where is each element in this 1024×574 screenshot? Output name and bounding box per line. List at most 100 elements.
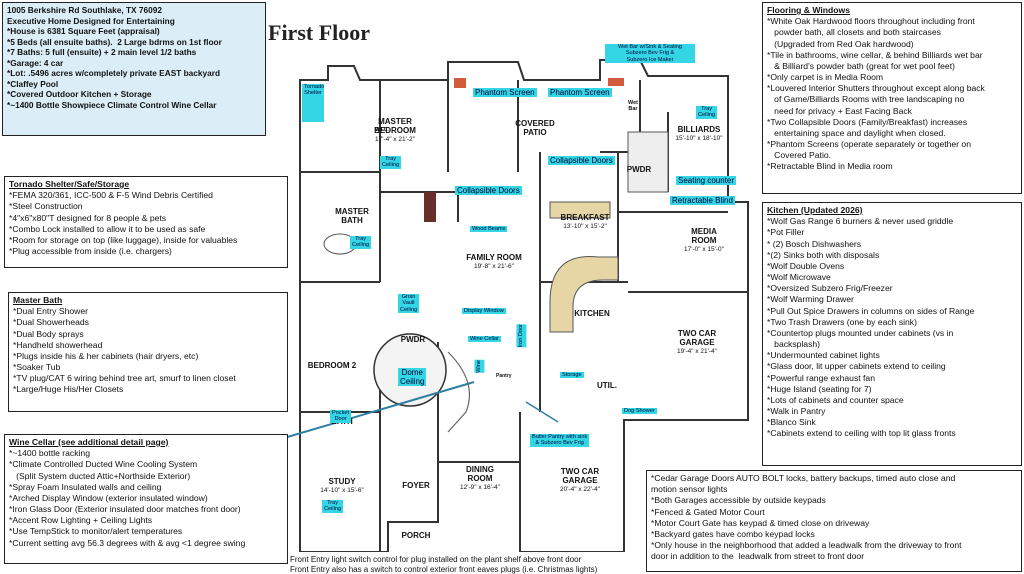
master-bath-heading: Master Bath xyxy=(13,295,63,305)
tornado-item: *FEMA 320/361, ICC-500 & F-5 Wind Debris… xyxy=(9,190,213,201)
kitchen-item: *Cabinets extend to ceiling with top lit… xyxy=(767,428,956,439)
summary-line: *Covered Outdoor Kitchen + Storage xyxy=(7,89,152,100)
room-name: KITCHEN xyxy=(574,309,610,318)
label-tray-ceiling-master: Tray Ceiling xyxy=(380,156,402,169)
room-dim: 17'-4" x 21'-2" xyxy=(375,135,415,143)
flooring-item: powder bath, all closets and both stairc… xyxy=(767,27,941,38)
label-wine: Wine xyxy=(474,360,485,373)
master-bath-box: Master Bath *Dual Entry Shower *Dual Sho… xyxy=(8,292,288,412)
room-name: MASTER BATH xyxy=(335,207,369,225)
flooring-item: entertaining space and daylight when clo… xyxy=(767,127,946,138)
tornado-shelter-box: Tornado Shelter/Safe/Storage *FEMA 320/3… xyxy=(4,176,288,268)
room-name: DINING ROOM xyxy=(466,465,494,483)
kitchen-item: * (2) Bosch Dishwashers xyxy=(767,238,862,249)
kitchen-item: *Lots of cabinets and counter space xyxy=(767,394,904,405)
wine-cellar-item: *Arched Display Window (exterior insulat… xyxy=(9,492,208,503)
summary-line: *Claffey Pool xyxy=(7,78,59,89)
label-storage: Storage xyxy=(560,372,584,379)
room-name: BEDROOM 2 xyxy=(307,361,357,370)
garage-item: *Backyard gates have combo keypad locks xyxy=(651,528,815,539)
tornado-item: *Steel Construction xyxy=(9,201,83,212)
label-tornado-shelter: Tornado Shelter xyxy=(302,84,324,122)
wine-cellar-box: Wine Cellar (see additional detail page)… xyxy=(4,434,288,564)
kitchen-item: backsplash) xyxy=(767,339,821,350)
master-bath-item: *TV plug/CAT 6 wiring behind tree art, s… xyxy=(13,373,236,384)
kitchen-item: *Huge Island (seating for 7) xyxy=(767,383,872,394)
flooring-item: Covered Patio. xyxy=(767,150,832,161)
master-bath-item: *Dual Body sprays xyxy=(13,328,84,339)
flooring-item: *Retractable Blind in Media room xyxy=(767,161,893,172)
summary-line: *Garage: 4 car xyxy=(7,57,64,68)
wine-cellar-item: *Spray Foam Insulated walls and ceiling xyxy=(9,481,162,492)
kitchen-item: *Pull Out Spice Drawers in columns on si… xyxy=(767,305,975,316)
master-bath-item: *Soaker Tub xyxy=(13,362,61,373)
room-dim: 14'-10" x 15'-6" xyxy=(320,486,364,494)
room-family-room: FAMILY ROOM 19'-8" x 21'-6" xyxy=(454,253,534,270)
kitchen-item: *Oversized Subzero Frig/Freezer xyxy=(767,283,893,294)
summary-line: *~1400 Bottle Showpiece Climate Control … xyxy=(7,99,217,110)
wine-cellar-item: *Accent Row Lighting + Ceiling Lights xyxy=(9,515,153,526)
wine-cellar-item: *Current setting avg 56.3 degrees with &… xyxy=(9,537,246,548)
tornado-item: *Combo Lock installed to allow it to be … xyxy=(9,223,206,234)
summary-line: *Lot: .5496 acres w/completely private E… xyxy=(7,68,221,79)
flooring-item: need for privacy + East Facing Back xyxy=(767,105,912,116)
room-name: W.I.C. xyxy=(375,127,389,133)
label-pocket-door: Pocket Door xyxy=(330,410,352,423)
label-retractable-blind: Retractable Blind xyxy=(670,196,735,206)
room-foyer: FOYER xyxy=(396,481,436,491)
wine-cellar-item: *Climate Controlled Ducted Wine Cooling … xyxy=(9,459,198,470)
room-util: UTIL. xyxy=(592,381,622,391)
label-tray-ceiling-bath: Tray Ceiling xyxy=(350,236,372,249)
room-breakfast: BREAKFAST 13'-10" x 15'-2" xyxy=(548,213,622,230)
room-master-bedroom: MASTER BEDROOM 17'-4" x 21'-2" xyxy=(362,117,428,143)
room-porch: PORCH xyxy=(396,531,436,541)
label-wine-cellar: Wine Cellar xyxy=(468,336,501,343)
floor-plan-drawing xyxy=(288,59,749,552)
garage-item: *Both Garages accessible by outside keyp… xyxy=(651,495,826,506)
room-name: PWDR xyxy=(400,335,426,344)
room-name: MASTER BEDROOM xyxy=(374,117,416,135)
kitchen-item: *(2) Sinks both with disposals xyxy=(767,249,880,260)
flooring-item: *Louvered Interior Shutters throughout e… xyxy=(767,83,985,94)
label-pantry: Pantry xyxy=(496,373,512,379)
room-name: PORCH xyxy=(401,531,431,540)
label-wet-bar-tag: Wet Bar xyxy=(628,100,638,113)
room-name: PWDR xyxy=(626,165,652,174)
property-summary-box: 1005 Berkshire Rd Southlake, TX 76092 Ex… xyxy=(2,2,266,136)
room-covered-patio: COVERED PATIO xyxy=(505,119,565,138)
garage-item: *Fenced & Gated Motor Court xyxy=(651,506,765,517)
room-dim: 12'-9" x 16'-4" xyxy=(460,483,500,491)
label-wood-beams: Wood Beams xyxy=(470,226,508,233)
room-billiards: BILLIARDS 15'-10" x 18'-10" xyxy=(664,125,734,142)
wine-cellar-item: *Use TempStick to monitor/alert temperat… xyxy=(9,526,183,537)
room-kitchen: KITCHEN xyxy=(562,309,622,319)
garage-item: motion sensor lights xyxy=(651,484,728,495)
footer-notes: Front Entry light switch control for plu… xyxy=(290,555,597,574)
room-name: COVERED PATIO xyxy=(515,119,555,137)
room-dim: 19'-4" x 21'-4" xyxy=(677,347,717,355)
room-name: UTIL. xyxy=(597,381,617,390)
garage-box: *Cedar Garage Doors AUTO BOLT locks, bat… xyxy=(646,470,1022,572)
label-seating-counter: Seating counter xyxy=(676,176,737,186)
room-name: FOYER xyxy=(402,481,430,490)
room-master-bath: MASTER BATH xyxy=(324,207,380,226)
kitchen-item: *Blanco Sink xyxy=(767,417,816,428)
wine-cellar-heading: Wine Cellar (see additional detail page) xyxy=(9,437,169,447)
floor-title: First Floor xyxy=(268,20,371,45)
kitchen-item: *Wolf Double Ovens xyxy=(767,260,845,271)
label-tray-ceiling-study: Tray Ceiling xyxy=(322,500,344,513)
room-two-car-garage-1: TWO CAR GARAGE 19'-4" x 21'-4" xyxy=(662,329,732,355)
room-name: TWO CAR GARAGE xyxy=(677,329,717,347)
summary-line: *5 Beds (all ensuite baths). 2 Large bdr… xyxy=(7,36,222,47)
master-bath-item: *Plugs inside his & her cabinets (hair d… xyxy=(13,350,199,361)
room-dim: 13'-10" x 15'-2" xyxy=(563,222,607,230)
kitchen-item: *Wolf Gas Range 6 burners & never used g… xyxy=(767,216,954,227)
room-name: BILLIARDS xyxy=(677,125,721,134)
tornado-item: *4"x6"x80"T designed for 8 people & pets xyxy=(9,212,167,223)
kitchen-item: *Pot Filler xyxy=(767,227,805,238)
kitchen-item: *Wolf Microwave xyxy=(767,272,831,283)
garage-item: *Only house in the neighborhood that add… xyxy=(651,540,962,551)
kitchen-item: *Walk in Pantry xyxy=(767,406,826,417)
master-bath-item: *Large/Huge His/Her Closets xyxy=(13,384,124,395)
tornado-item: *Plug accessible from inside (i.e. charg… xyxy=(9,246,172,257)
